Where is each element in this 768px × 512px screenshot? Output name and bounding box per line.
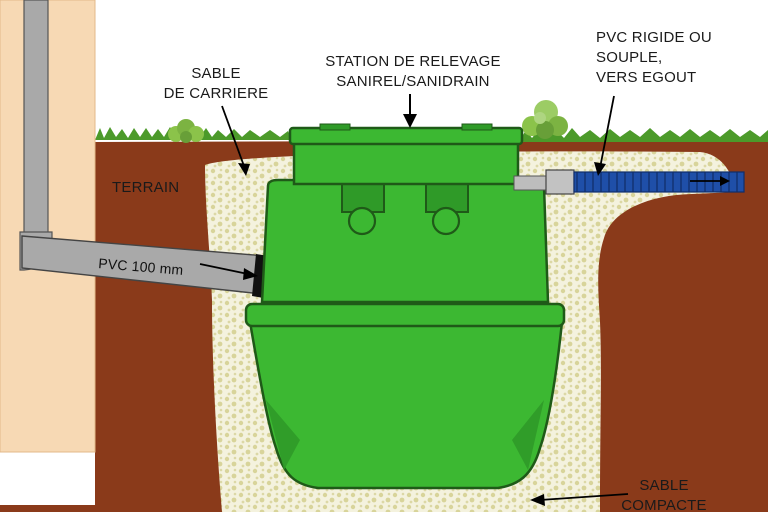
tank-lower-shadow	[266, 400, 300, 470]
inlet-circle-right	[431, 206, 461, 236]
shrub-left	[168, 119, 204, 143]
label-pvc-rigide-line2: SOUPLE,	[596, 49, 662, 66]
arrow-pvc-100	[199, 263, 258, 280]
outlet-flow-arrow-head	[720, 176, 730, 186]
tank-rim	[244, 302, 566, 328]
label-pvc-100: PVC 100 mm	[98, 255, 184, 278]
tank-cover	[288, 126, 524, 146]
label-sable-carriere-line1: SABLE	[191, 65, 240, 82]
arrow-sable-compacte	[530, 493, 629, 506]
label-sable-compacte-line1: SABLE	[639, 477, 688, 494]
arrow-station	[403, 94, 417, 128]
label-station-line1: STATION DE RELEVAGE	[325, 53, 501, 70]
inlet-circle-left	[347, 206, 377, 236]
arrow-pvc-rigide	[594, 95, 615, 176]
downpipe-vertical	[23, 0, 49, 259]
label-terrain: TERRAIN	[112, 179, 179, 196]
tank-lower-shadow-right	[512, 400, 544, 470]
label-station-line2: SANIREL/SANIDRAIN	[336, 73, 489, 90]
blue-outlet-pipe	[573, 171, 745, 193]
label-pvc-rigide-line3: VERS EGOUT	[596, 69, 696, 86]
cover-tab-right	[461, 123, 493, 131]
tank-neck	[292, 140, 520, 186]
outlet-grey-sleeve	[545, 169, 575, 195]
arrow-sable-carriere	[221, 105, 250, 176]
label-pvc-rigide-line1: PVC RIGIDE OU	[596, 29, 712, 46]
cover-tab-left	[319, 123, 351, 131]
grass-strip-right	[520, 128, 768, 142]
label-sable-compacte-line2: COMPACTE	[621, 497, 707, 512]
tank-lower	[248, 320, 564, 490]
tank-upper	[260, 178, 550, 304]
shrub-right	[522, 100, 568, 139]
label-sable-carriere-line2: DE CARRIERE	[164, 85, 269, 102]
